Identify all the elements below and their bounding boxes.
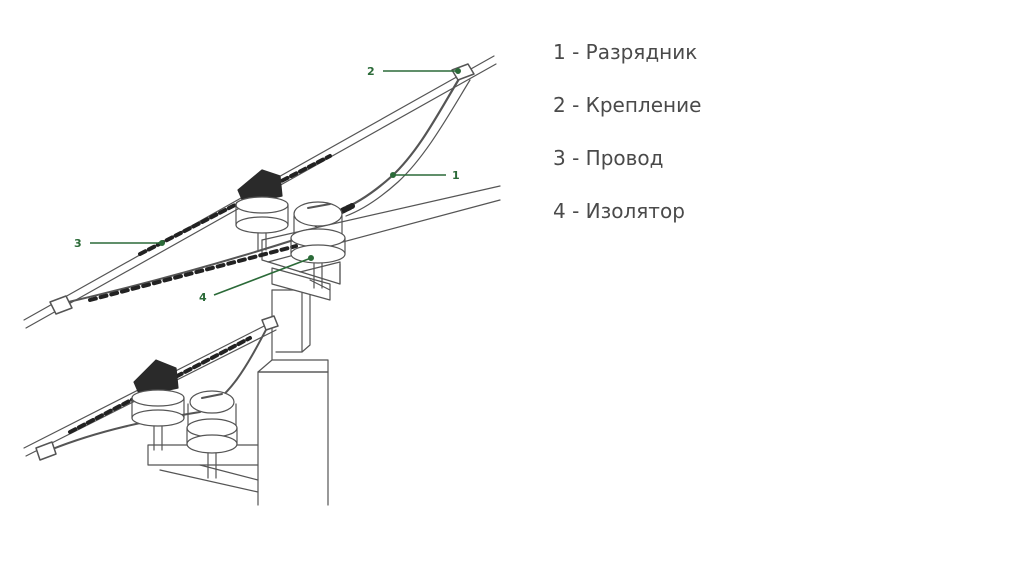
callout-2-number: 2 [367,65,375,78]
clamp-left [49,295,73,315]
callout-4: 4 [199,255,314,304]
clamp-top [451,63,475,81]
insulator-lower-right [186,390,238,479]
clamp-lower-right [261,315,279,331]
legend-item-arrester: 1 - Разрядник [553,40,698,64]
callout-3-number: 3 [74,237,82,250]
clamp-lower-left [35,441,57,461]
callout-1: 1 [389,169,460,182]
callout-2: 2 [367,65,461,78]
insulator-lower-left [131,359,185,451]
callout-3: 3 [74,237,166,250]
callout-4-number: 4 [199,291,207,304]
insulator-upper-right [290,201,346,289]
callout-1-number: 1 [452,169,460,182]
upper-cross-arm [261,185,501,301]
legend: 1 - Разрядник 2 - Крепление 3 - Провод 4… [553,38,701,250]
legend-item-clamp: 2 - Крепление [553,93,702,117]
legend-item-insulator: 4 - Изолятор [553,199,685,223]
insulator-upper-left [235,169,289,251]
legend-item-wire: 3 - Провод [553,146,664,170]
